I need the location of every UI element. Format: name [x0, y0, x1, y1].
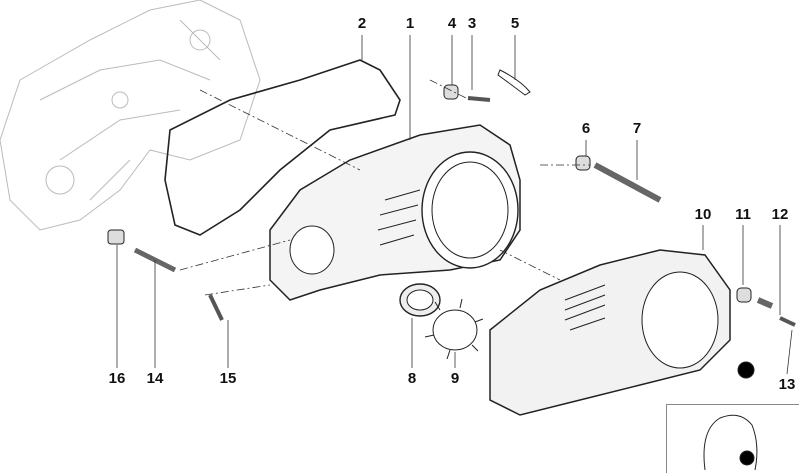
callout-9: 9	[450, 370, 460, 387]
inset-frame	[666, 404, 799, 473]
transmission-cover-inner	[269, 124, 521, 301]
callout-12: 12	[771, 206, 789, 223]
callout-3: 3	[467, 15, 477, 32]
transmission-cover-outer	[489, 249, 731, 416]
callout-13: 13	[778, 376, 796, 393]
callout-11: 11	[735, 206, 751, 223]
gasket	[164, 59, 401, 236]
callout-5: 5	[510, 15, 520, 32]
callout-4: 4	[447, 15, 457, 32]
callout-6: 6	[581, 120, 591, 137]
callout-7: 7	[632, 120, 642, 137]
callout-16: 16	[108, 370, 126, 387]
callout-1: 1	[405, 15, 415, 32]
fan-part	[424, 298, 484, 360]
callout-2: 2	[357, 15, 367, 32]
engine-housing	[0, 0, 261, 231]
callout-10: 10	[694, 206, 712, 223]
callout-14: 14	[146, 370, 164, 387]
leader-lines	[116, 35, 793, 375]
callout-15: 15	[219, 370, 237, 387]
inset-thumbnail	[703, 361, 758, 471]
callout-8: 8	[407, 370, 417, 387]
